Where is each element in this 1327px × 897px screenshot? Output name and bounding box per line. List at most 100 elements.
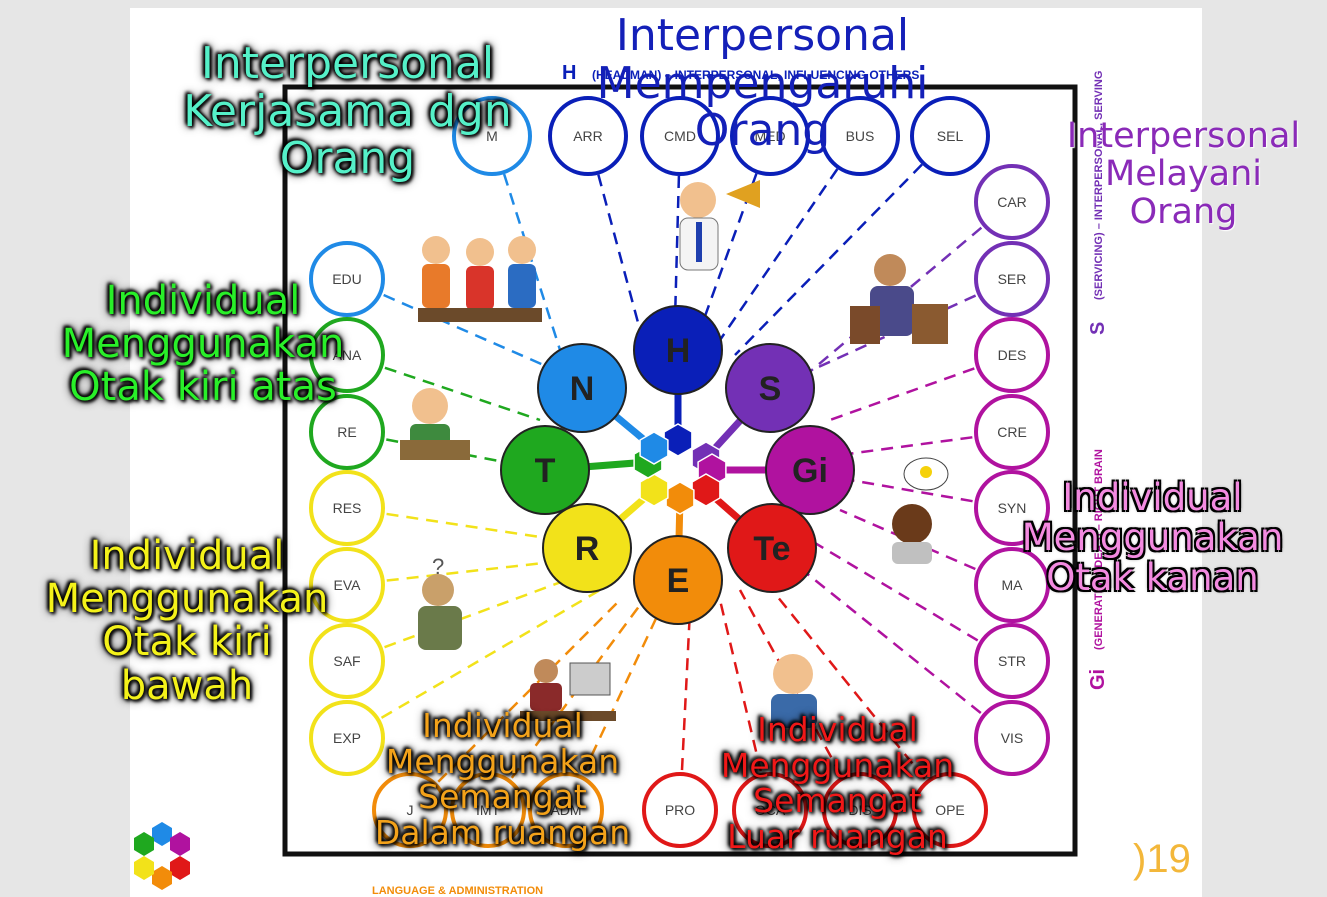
- left-connector: [346, 506, 561, 542]
- s-caption: (SERVICING) – INTERPERSONAL, SERVING: [1093, 71, 1105, 300]
- diagram-frame: [282, 84, 1078, 857]
- hub-circle-te: [727, 503, 817, 593]
- annotation-line: Menggunakan: [61, 321, 345, 368]
- hub-circle-label: Gi: [792, 452, 828, 490]
- top-circle-label: ARR: [573, 128, 603, 144]
- left-circle-label: EVA: [334, 577, 362, 593]
- hub-circle-label: Te: [753, 530, 790, 568]
- bottom-connector: [718, 599, 772, 811]
- right-circle-label: SYN: [998, 500, 1027, 516]
- hub-circle-label: E: [667, 562, 690, 600]
- top-left-circle: [452, 96, 532, 176]
- annotation-line: Interpersonal: [615, 10, 910, 61]
- top-circle: [910, 96, 990, 176]
- bottom-circle: [642, 772, 718, 848]
- bottom-circle-label: IMT: [476, 802, 501, 818]
- bottom-circle: [822, 772, 898, 848]
- hub-circle-label: H: [666, 332, 691, 370]
- h-letter: H: [562, 62, 576, 84]
- annotation-line: Otak kiri atas: [69, 364, 337, 411]
- left-circle: [309, 317, 385, 393]
- left-circle-label: RES: [333, 500, 362, 516]
- bottom-circle: [912, 772, 988, 848]
- left-circle: [309, 623, 385, 699]
- right-connector: [829, 353, 1013, 422]
- bottom-circle: [450, 772, 526, 848]
- annotation-line: Menggunakan: [1021, 515, 1284, 559]
- left-circle-label: EDU: [332, 271, 362, 287]
- hub-circle-r: [542, 503, 632, 593]
- computer-user-icon: [520, 659, 616, 721]
- left-circle-label: EXP: [333, 730, 361, 746]
- bottom-circle-label: PRO: [665, 802, 695, 818]
- right-connector: [799, 201, 1013, 381]
- traveler-icon: [850, 254, 948, 344]
- left-circle: [309, 700, 385, 776]
- detective-icon: ?: [418, 554, 462, 650]
- annotation-line: Interpersonal: [200, 38, 495, 89]
- hub-circle-label: R: [575, 530, 600, 568]
- right-circle-label: VIS: [1001, 730, 1024, 746]
- annotation-line: Menggunakan: [45, 576, 329, 623]
- annotation-line: Interpersonal: [1066, 116, 1301, 156]
- top-circle: [640, 96, 720, 176]
- bottom-connector: [678, 609, 692, 811]
- hub-hexagon: [691, 473, 721, 507]
- annotation-line: Luar ruangan: [727, 816, 948, 856]
- annotation-line: Individual: [89, 533, 285, 579]
- annotation-line: Menggunakan: [385, 741, 620, 781]
- top-left-connector: [490, 135, 562, 351]
- right-circle-label: SER: [998, 271, 1027, 287]
- bottom-circle-label: DIS: [848, 802, 871, 818]
- right-circle: [974, 470, 1050, 546]
- right-circle: [974, 241, 1050, 317]
- left-circle: [309, 394, 385, 470]
- top-circle-label: BUS: [846, 128, 875, 144]
- left-circle-label: ANA: [333, 347, 362, 363]
- hub-circle-e: [633, 535, 723, 625]
- annotation-line: Mempengaruhi: [596, 57, 929, 109]
- top-circle-label: CMD: [664, 128, 696, 144]
- hub-hexagon: [665, 481, 695, 515]
- annotation-line: Individual: [757, 710, 918, 749]
- annotation-line: Semangat: [418, 777, 587, 817]
- top-circle: [548, 96, 628, 176]
- hub-circle-s: [725, 343, 815, 433]
- annotation-line: Individual: [1062, 476, 1243, 519]
- h-caption: (HEADMAN) – INTERPERSONAL, INFLUENCING O…: [592, 68, 919, 82]
- right-circle-label: CAR: [997, 194, 1027, 210]
- bottom-circle-label: J: [407, 802, 414, 818]
- top-connector: [586, 135, 642, 331]
- left-circle: [309, 470, 385, 546]
- right-circle: [974, 394, 1050, 470]
- bottom-caption: LANGUAGE & ADMINISTRATION: [372, 885, 543, 897]
- right-circle-label: MA: [1002, 577, 1024, 593]
- left-circle: [309, 547, 385, 623]
- annotation-line: Menggunakan: [720, 745, 955, 785]
- hub-circle-label: S: [759, 370, 782, 408]
- left-circle-label: SAF: [333, 653, 360, 669]
- logo-icon: [134, 822, 190, 890]
- left-connector: [346, 573, 581, 663]
- top-connector: [718, 135, 862, 341]
- top-circle: [820, 96, 900, 176]
- bottom-circle: [372, 772, 448, 848]
- annotation-line: Semangat: [753, 781, 922, 821]
- bottom-connector: [564, 609, 662, 811]
- left-connector: [346, 588, 601, 740]
- speaker-man-icon: [679, 180, 760, 271]
- gi-letter: Gi: [1087, 669, 1109, 690]
- happy-man-icon: [771, 654, 817, 728]
- left-circle: [309, 241, 385, 317]
- right-circle: [974, 164, 1050, 240]
- annotation-line: Individual: [422, 706, 583, 745]
- bottom-connector: [759, 574, 951, 811]
